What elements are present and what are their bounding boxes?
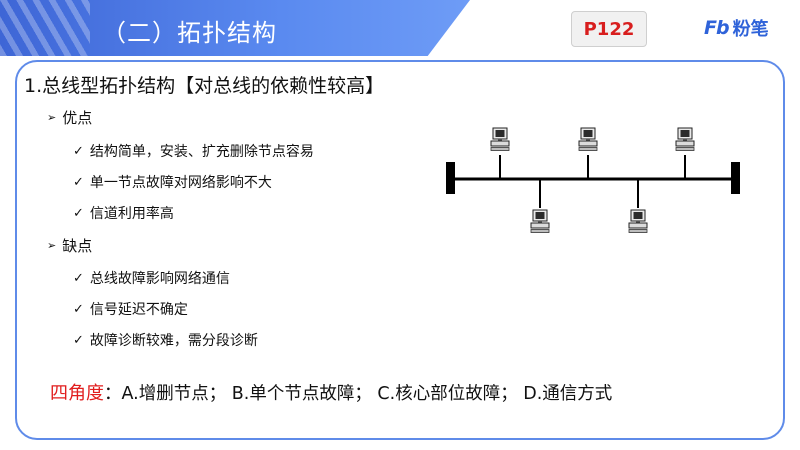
four-perspectives-label: 四角度 [50, 383, 104, 404]
checkmark-icon: ✓ [73, 174, 84, 190]
bus-terminator-right [731, 162, 740, 194]
advantage-item-text: 单一节点故障对网络影响不大 [89, 175, 272, 191]
brand-logo: Fb 粉笔 [704, 15, 769, 41]
disadvantage-item: ✓ 信号延迟不确定 [73, 299, 188, 319]
bus-terminator-left [446, 162, 455, 194]
computer-icon [628, 209, 648, 233]
checkmark-icon: ✓ [73, 205, 84, 221]
advantage-item: ✓ 单一节点故障对网络影响不大 [73, 172, 272, 192]
disadvantage-item-text: 故障诊断较难，需分段诊断 [89, 333, 258, 349]
disadvantage-item-text: 总线故障影响网络通信 [89, 271, 230, 287]
advantage-item-text: 信道利用率高 [89, 206, 174, 222]
brand-name: 粉笔 [732, 19, 769, 40]
computer-icon [578, 127, 598, 151]
computer-icon [490, 127, 510, 151]
page-title: （二）拓扑结构 [102, 19, 277, 47]
checkmark-icon: ✓ [73, 332, 84, 348]
arrowhead-icon: ➢ [47, 239, 57, 252]
disadvantages-label-text: 缺点 [62, 237, 93, 255]
bus-topology-diagram [446, 127, 740, 233]
advantage-item: ✓ 信道利用率高 [73, 203, 174, 223]
advantage-item: ✓ 结构简单，安装、扩充删除节点容易 [73, 141, 314, 161]
banner-stripes [0, 0, 90, 56]
checkmark-icon: ✓ [73, 301, 84, 317]
disadvantage-item: ✓ 总线故障影响网络通信 [73, 268, 230, 288]
four-perspectives-text: ：A.增删节点； B.单个节点故障； C.核心部位故障； D.通信方式 [104, 384, 613, 404]
advantage-item-text: 结构简单，安装、扩充删除节点容易 [89, 144, 314, 160]
header-banner [0, 0, 470, 56]
advantages-label: ➢ 优点 [47, 107, 92, 128]
computer-icon [675, 127, 695, 151]
brand-mark: Fb [704, 17, 730, 39]
section-heading: 1.总线型拓扑结构【对总线的依赖性较高】 [24, 75, 385, 97]
arrowhead-icon: ➢ [47, 111, 57, 124]
disadvantage-item: ✓ 故障诊断较难，需分段诊断 [73, 330, 258, 350]
checkmark-icon: ✓ [73, 143, 84, 159]
page-reference-badge: P122 [571, 11, 647, 47]
disadvantage-item-text: 信号延迟不确定 [89, 302, 188, 318]
disadvantages-label: ➢ 缺点 [47, 235, 92, 256]
checkmark-icon: ✓ [73, 270, 84, 286]
four-perspectives-line: 四角度：A.增删节点； B.单个节点故障； C.核心部位故障； D.通信方式 [50, 379, 612, 405]
content-panel [15, 60, 785, 440]
advantages-label-text: 优点 [62, 109, 93, 127]
computer-icon [530, 209, 550, 233]
